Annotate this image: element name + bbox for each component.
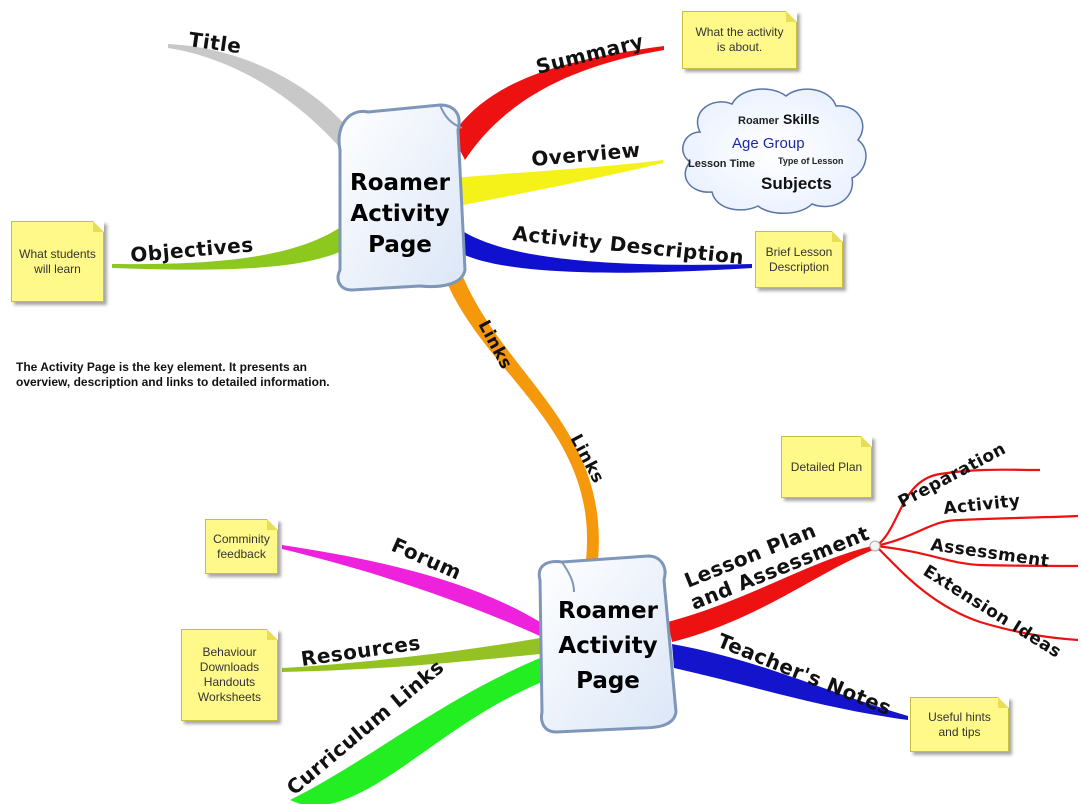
- cloud-subjects: Subjects: [761, 174, 832, 193]
- branch-forum: [282, 545, 540, 636]
- central-node-top[interactable]: Roamer Activity Page: [336, 103, 467, 292]
- label-links-upper[interactable]: Links: [474, 317, 516, 373]
- note-activity-description-line2: Description: [768, 259, 829, 274]
- note-forum-line2: feedback: [217, 546, 266, 561]
- note-activity-description[interactable]: Brief Lesson Description: [755, 231, 843, 288]
- branch-summary: [452, 46, 664, 160]
- label-extension-ideas[interactable]: Extension Ideas: [919, 561, 1065, 662]
- note-teachers-notes-line1: Useful hints: [928, 709, 991, 724]
- note-resources[interactable]: Behaviour Downloads Handouts Worksheets: [181, 629, 278, 721]
- central-node-top-line1: Roamer: [350, 170, 451, 196]
- note-summary-line1: What the activity: [695, 25, 784, 39]
- note-objectives[interactable]: What students will learn: [11, 221, 104, 302]
- branch-activity-description: [455, 228, 752, 273]
- note-detailed-plan-text: Detailed Plan: [790, 459, 863, 474]
- note-detailed-plan[interactable]: Detailed Plan: [781, 436, 872, 498]
- note-activity-description-line1: Brief Lesson: [765, 244, 833, 259]
- cloud-age-group: Age Group: [732, 135, 805, 152]
- cloud-roamer: Roamer: [738, 115, 780, 127]
- central-node-bottom-line1: Roamer: [558, 598, 659, 624]
- note-forum-line1: Comminity: [213, 531, 270, 546]
- central-node-bottom[interactable]: Roamer Activity Page: [537, 554, 678, 734]
- branch-resources: [282, 638, 540, 672]
- note-summary-line2: is about.: [716, 40, 763, 54]
- branch-objectives: [112, 222, 352, 270]
- central-node-top-line3: Page: [368, 232, 432, 258]
- cloud-skills: Skills: [783, 111, 820, 127]
- note-teachers-notes-line2: and tips: [938, 724, 981, 739]
- note-resources-item: Behaviour: [202, 645, 257, 659]
- cloud-lesson-time: Lesson Time: [688, 158, 755, 170]
- diagram-caption: The Activity Page is the key element. It…: [16, 360, 330, 389]
- lesson-plan-junction[interactable]: [869, 540, 881, 552]
- note-teachers-notes[interactable]: Useful hints and tips: [910, 697, 1009, 752]
- cloud-type-of-lesson: Type of Lesson: [778, 156, 843, 166]
- label-activity[interactable]: Activity: [942, 491, 1021, 519]
- note-objectives-line1: What students: [19, 246, 96, 261]
- note-resources-item: Handouts: [203, 675, 256, 689]
- branch-links: [438, 258, 599, 560]
- branch-teachers-notes: [672, 644, 908, 720]
- central-node-bottom-line2: Activity: [558, 633, 657, 659]
- note-resources-item: Worksheets: [197, 690, 262, 704]
- label-summary[interactable]: Summary: [533, 29, 646, 79]
- central-node-top-line2: Activity: [350, 201, 449, 227]
- branch-overview: [455, 160, 663, 206]
- lesson-plan-subbranches: [875, 468, 1079, 642]
- overview-cloud[interactable]: Roamer Skills Age Group Lesson Time Type…: [682, 88, 867, 214]
- note-resources-item: Downloads: [199, 660, 260, 674]
- branch-curriculum-links: [290, 658, 542, 804]
- note-forum[interactable]: Comminity feedback: [205, 519, 278, 574]
- note-objectives-line2: will learn: [34, 261, 81, 276]
- branch-lesson-plan: [668, 545, 876, 642]
- central-node-bottom-line3: Page: [576, 668, 640, 694]
- branch-title: [168, 44, 356, 150]
- note-summary[interactable]: What the activity is about.: [682, 11, 797, 69]
